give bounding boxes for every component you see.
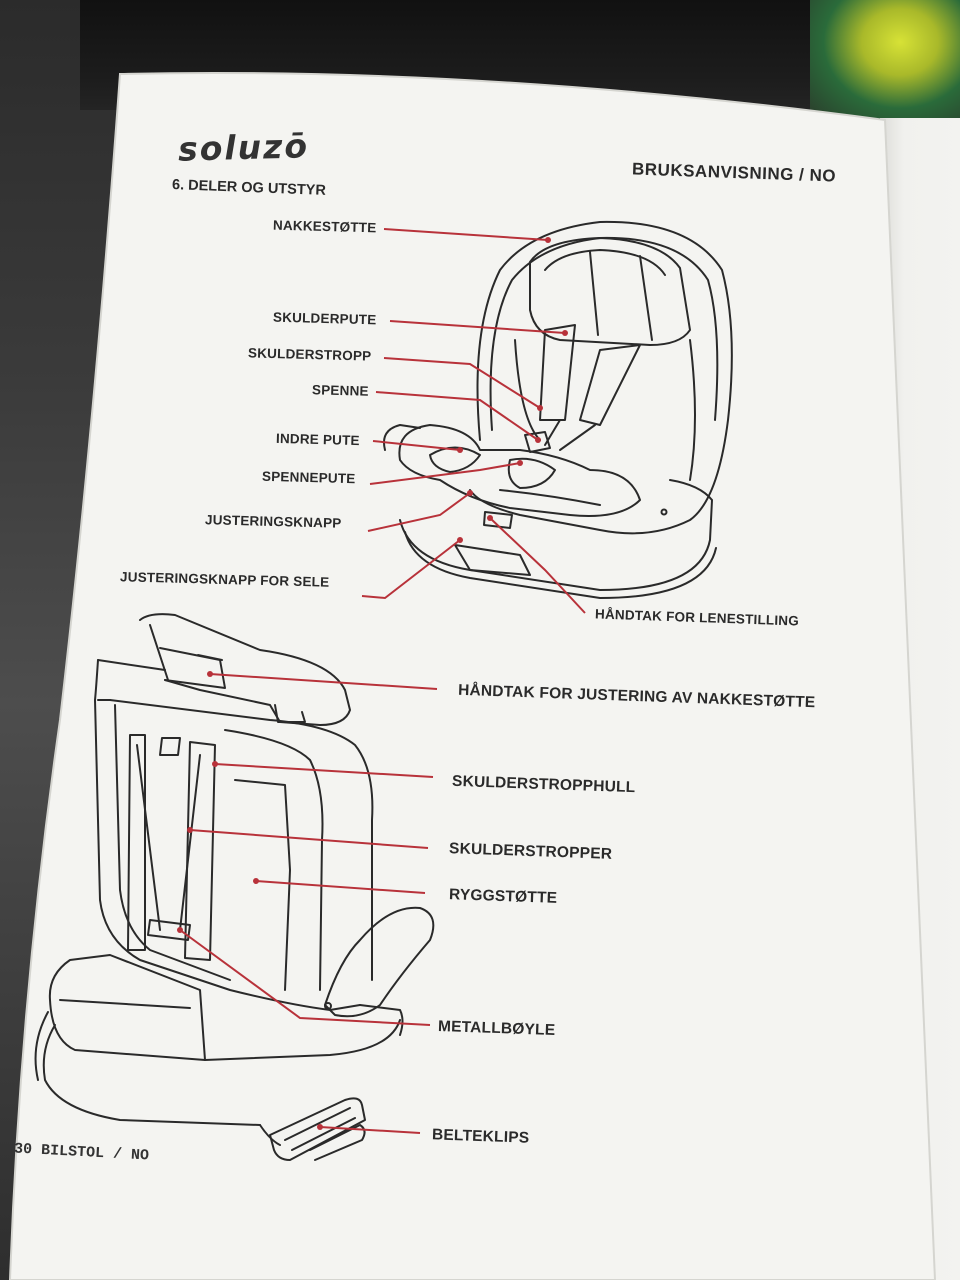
label-belteklips: BELTEKLIPS xyxy=(431,1126,530,1147)
label-spennepute: SPENNEPUTE xyxy=(261,468,356,487)
car-seat-front-illustration xyxy=(383,220,733,599)
label-indre-pute: INDRE PUTE xyxy=(275,430,360,449)
brand-logo: soluzō xyxy=(177,126,310,169)
page-number: 30 xyxy=(13,1140,33,1159)
paper-sheet xyxy=(8,71,937,1280)
label-ryggstotte: RYGGSTØTTE xyxy=(448,886,558,907)
label-skulderpute: SKULDERPUTE xyxy=(272,309,377,328)
label-spenne: SPENNE xyxy=(311,382,369,399)
label-nakkestotte: NAKKESTØTTE xyxy=(272,217,377,236)
background-toy xyxy=(810,0,960,120)
leader-lines xyxy=(179,228,586,1134)
leader-line-dots xyxy=(177,237,568,1130)
label-skulderstropp: SKULDERSTROPP xyxy=(247,345,372,364)
